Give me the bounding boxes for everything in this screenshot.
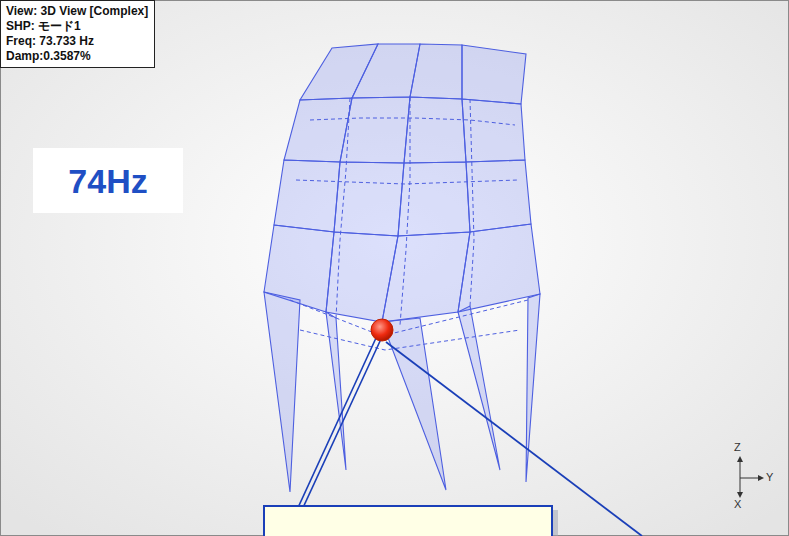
hidden-edge — [336, 98, 350, 318]
mesh-face — [466, 160, 531, 232]
frequency-label-box: 74Hz — [33, 148, 183, 213]
hidden-edge — [290, 300, 528, 336]
hidden-edge — [300, 330, 520, 350]
mesh-face — [382, 232, 470, 322]
node-text: Damp:0.3587% — [6, 49, 149, 64]
hidden-edge — [296, 180, 518, 184]
axis-label: Z — [734, 441, 741, 453]
mesh-face — [404, 97, 466, 163]
hidden-edge — [470, 99, 474, 306]
mesh-face — [274, 160, 340, 232]
mesh-face — [410, 44, 462, 99]
mesh-face — [398, 162, 470, 236]
mesh-face — [462, 45, 526, 104]
axis-label: X — [734, 498, 741, 510]
callout-box — [264, 506, 552, 536]
mesh-face — [340, 97, 410, 163]
hidden-edge — [310, 118, 515, 125]
mesh-face — [334, 162, 404, 236]
mesh-face — [264, 292, 300, 492]
node-text: View: 3D View [Complex] — [6, 4, 149, 19]
node-text: Freq: 73.733 Hz — [6, 34, 149, 49]
info-panel: View: 3D View [Complex]SHP: モード1Freq: 73… — [0, 0, 155, 68]
measurement-point — [371, 319, 393, 341]
hidden-edge — [400, 97, 410, 325]
mesh-face — [458, 306, 500, 470]
node-text: SHP: モード1 — [6, 19, 149, 34]
wireframe-mesh — [264, 44, 540, 492]
node-text: 74Hz — [41, 161, 175, 201]
mesh-face — [326, 312, 346, 470]
mesh-face — [462, 99, 525, 162]
mesh-face — [382, 318, 446, 490]
mesh-face — [352, 44, 420, 98]
axis-label: Y — [766, 471, 773, 483]
axis-triad — [737, 456, 764, 498]
